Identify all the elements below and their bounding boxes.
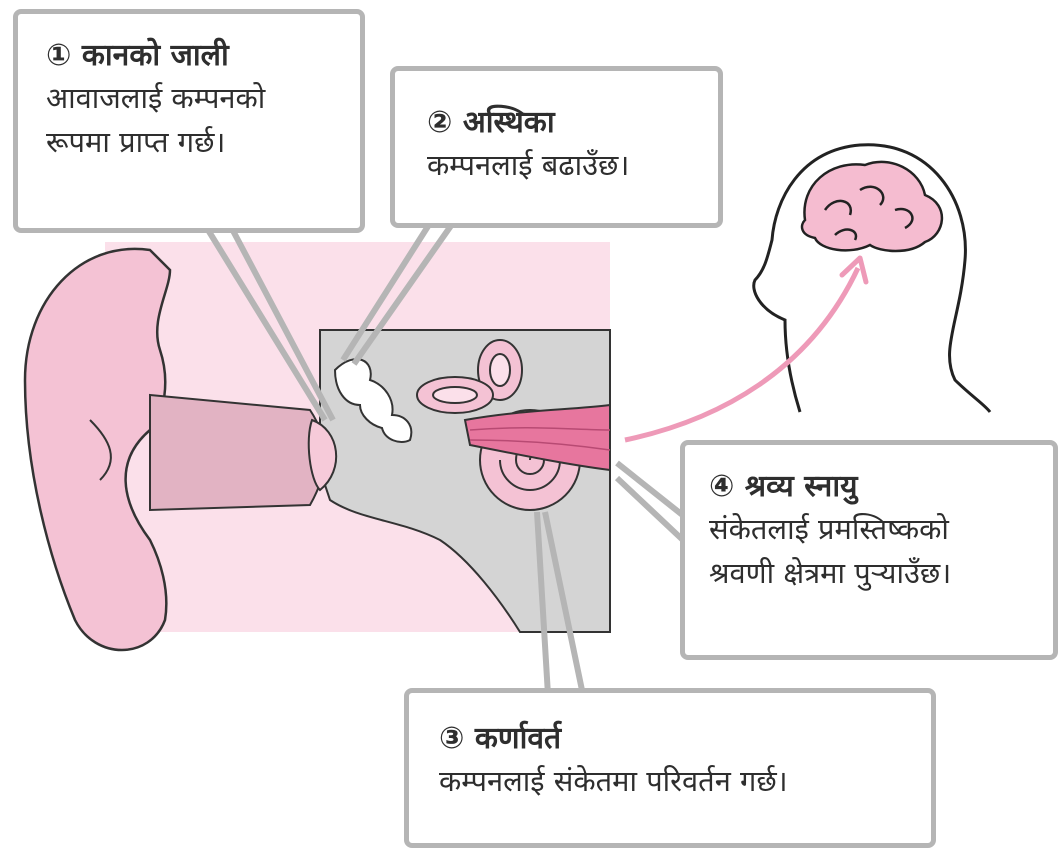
callout-desc-line: श्रवणी क्षेत्रमा पुऱ्याउँछ। [709, 551, 1043, 595]
callout-cochlea-heading: ③ कर्णावर्त [439, 719, 917, 759]
callout-ossicles-heading: ② अस्थिका [427, 103, 704, 143]
callout-title: श्रव्य स्नायु [745, 469, 858, 504]
callout-auditory-nerve: ④ श्रव्य स्नायु संकेतलाई प्रमस्तिष्कको श… [680, 440, 1058, 660]
callout-desc-line: आवाजलाई कम्पनको [46, 76, 346, 120]
leader-nerve [617, 463, 685, 542]
callout-desc-line: रूपमा प्राप्त गर्छ। [46, 120, 346, 164]
callout-title: कर्णावर्त [475, 721, 561, 756]
callout-number: ④ [709, 469, 734, 504]
callout-number: ② [427, 105, 452, 140]
callout-eardrum: ① कानको जाली आवाजलाई कम्पनको रूपमा प्राप… [13, 9, 365, 233]
callout-eardrum-heading: ① कानको जाली [46, 36, 346, 76]
callout-ossicles: ② अस्थिका कम्पनलाई बढाउँछ। [390, 66, 723, 228]
signal-arrow-icon [625, 268, 858, 440]
callout-cochlea-desc: कम्पनलाई संकेतमा परिवर्तन गर्छ। [439, 759, 917, 803]
callout-desc-line: कम्पनलाई संकेतमा परिवर्तन गर्छ। [439, 759, 917, 803]
callout-desc-line: संकेतलाई प्रमस्तिष्कको [709, 507, 1043, 551]
callout-title: अस्थिका [463, 105, 555, 140]
callout-ossicles-desc: कम्पनलाई बढाउँछ। [427, 143, 704, 187]
ear-canal [150, 395, 325, 510]
callout-nerve-desc: संकेतलाई प्रमस्तिष्कको श्रवणी क्षेत्रमा … [709, 507, 1043, 595]
callout-eardrum-desc: आवाजलाई कम्पनको रूपमा प्राप्त गर्छ। [46, 76, 346, 164]
callout-cochlea: ③ कर्णावर्त कम्पनलाई संकेतमा परिवर्तन गर… [404, 688, 936, 848]
callout-number: ① [46, 38, 71, 73]
callout-desc-line: कम्पनलाई बढाउँछ। [427, 143, 704, 187]
callout-number: ③ [439, 721, 464, 756]
brain-icon [802, 162, 942, 251]
callout-title: कानको जाली [82, 38, 229, 73]
callout-nerve-heading: ④ श्रव्य स्नायु [709, 467, 1043, 507]
